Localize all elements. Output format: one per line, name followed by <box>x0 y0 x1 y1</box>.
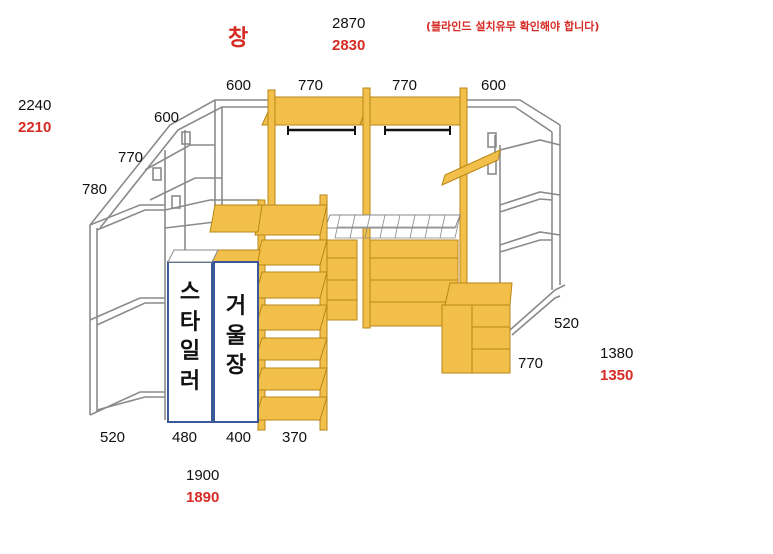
left-bracket-3 <box>171 195 181 209</box>
dim-left-780: 780 <box>82 181 108 198</box>
left-shelf-1b <box>96 209 165 231</box>
right-shelf-2 <box>499 191 561 206</box>
left-bracket-2 <box>152 167 162 181</box>
dim-top-770-left: 770 <box>298 77 324 94</box>
dim-bottom-520: 520 <box>100 429 126 446</box>
dim-top-770-right: 770 <box>392 77 418 94</box>
left-shelf-1 <box>89 204 165 226</box>
styler-label-char: 러 <box>179 369 201 395</box>
dim-bottom-total: 1900 <box>186 467 220 484</box>
drawer-block-top <box>324 214 461 229</box>
stack-shelf-2 <box>254 239 328 266</box>
mirror-top-shelf <box>209 204 263 233</box>
left-bracket-1 <box>181 131 191 145</box>
right-shelf-3 <box>499 231 561 246</box>
dim-bottom-total-alt: 1890 <box>186 489 220 506</box>
left-shelf-2 <box>89 297 165 321</box>
mirror-label-char: 울 <box>225 323 247 349</box>
right-cabinet-front <box>441 304 511 374</box>
post-left-top <box>267 89 276 221</box>
dim-left-770: 770 <box>118 149 144 166</box>
grid-tray <box>334 214 461 239</box>
top-shelf-left <box>261 96 371 126</box>
window-label: 창 <box>228 26 249 51</box>
dim-right-height: 1380 <box>600 345 634 362</box>
left-upper-shelf-2 <box>149 177 222 201</box>
left-frame-top-inner <box>99 106 270 229</box>
right-frame <box>465 99 566 336</box>
right-frame-top <box>465 99 561 126</box>
right-wood-shelf <box>441 149 501 186</box>
right-shelf-3b <box>499 239 552 253</box>
stack-shelf-4 <box>254 304 328 331</box>
right-shelf-4 <box>509 284 566 331</box>
dim-top-600-right: 600 <box>481 77 507 94</box>
post-mid-top <box>362 87 371 329</box>
stack-shelf-6 <box>254 367 328 391</box>
panels <box>167 249 259 423</box>
mirror-label-char: 거 <box>225 294 247 319</box>
top-shelf-right <box>359 96 466 126</box>
dim-right-770: 770 <box>518 355 544 372</box>
dim-bottom-400: 400 <box>226 429 252 446</box>
dim-left-height: 2240 <box>18 97 52 114</box>
dim-right-height-alt: 1350 <box>600 367 634 384</box>
dim-top-width-alt: 2830 <box>332 37 366 54</box>
right-shelf-4b <box>511 295 561 336</box>
mirror-label-char: 장 <box>225 353 247 379</box>
styler-label-char: 타 <box>179 309 201 335</box>
dim-bottom-370: 370 <box>282 429 308 446</box>
stack-shelf-7 <box>254 396 328 421</box>
styler-label-char: 스 <box>179 280 201 305</box>
dim-left-height-alt: 2210 <box>18 119 52 136</box>
dim-bottom-480: 480 <box>172 429 198 446</box>
stack-shelf-5 <box>254 337 328 361</box>
dim-right-520: 520 <box>554 315 580 332</box>
right-frame-top-inner <box>465 106 553 133</box>
mirror-cabinet-top <box>211 249 261 263</box>
dim-left-600: 600 <box>154 109 180 126</box>
right-shelf-1 <box>499 139 561 151</box>
left-shelf-3b <box>96 396 165 411</box>
dim-top-600-left: 600 <box>226 77 252 94</box>
styler-panel-top <box>167 249 219 263</box>
left-shelf-3 <box>89 391 165 416</box>
blind-note: (블라인드 설치유무 확인해야 합니다) <box>426 20 600 33</box>
left-shelf-2b <box>96 302 165 326</box>
right-bracket-1 <box>487 132 497 148</box>
stack-shelf-1 <box>254 204 328 236</box>
left-upper-shelf-1 <box>144 144 215 171</box>
stack-shelf-3 <box>254 271 328 299</box>
styler-label-char: 일 <box>179 339 201 365</box>
mirror-panel <box>213 261 259 423</box>
left-frame-top <box>89 99 270 226</box>
dim-top-width: 2870 <box>332 15 366 32</box>
right-cabinet-top <box>444 282 513 306</box>
right-shelf-2b <box>499 198 553 213</box>
